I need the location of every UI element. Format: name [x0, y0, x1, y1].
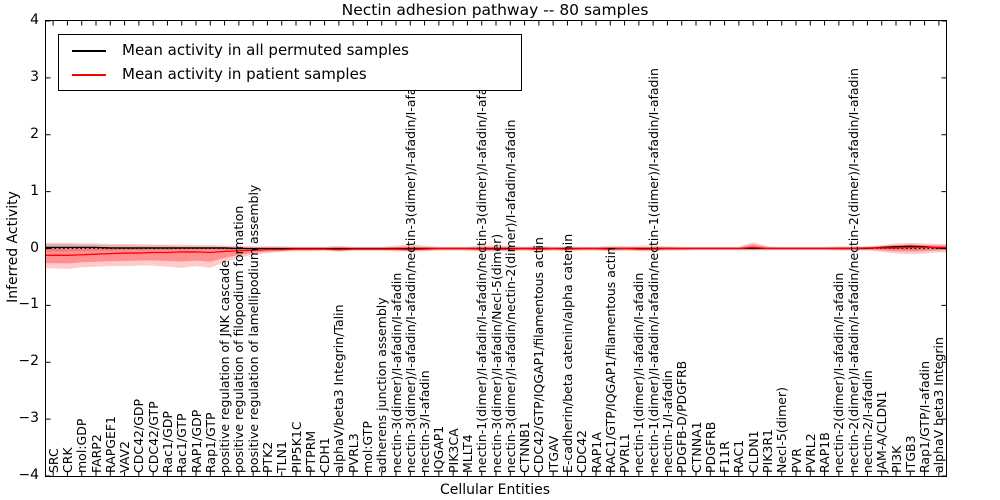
- x-tick-label: CDH1: [317, 437, 333, 473]
- x-tick-label: positive regulation of lamellipodium ass…: [245, 184, 261, 473]
- x-tick-label: nectin-3(dimer)/I-afadin/I-afadin: [388, 272, 404, 473]
- x-axis-title: Cellular Entities: [439, 482, 551, 498]
- x-tick-label: CDC42/GDP: [131, 398, 147, 473]
- y-tick-label: 3: [30, 68, 39, 85]
- x-tick-label: PTPRM: [302, 430, 318, 473]
- x-tick-label: IQGAP1: [431, 425, 447, 473]
- y-tick-label: −3: [18, 410, 39, 427]
- x-tick-label: FARP2: [88, 434, 104, 473]
- x-tick-label: PVR: [788, 448, 804, 473]
- x-tick-label: RAP1/GDP: [188, 409, 204, 473]
- x-tick-label: CTNNA1: [688, 421, 704, 473]
- y-tick-label: −4: [18, 467, 39, 483]
- x-tick-label: F11R: [717, 441, 733, 473]
- x-tick-label: positive regulation of JNK cascade: [217, 260, 233, 473]
- x-tick-label: nectin-2(dimer)/I-afadin/I-afadin: [831, 272, 847, 473]
- x-tick-label: adherens junction assembly: [374, 297, 390, 473]
- x-tick-label: PI3K: [888, 445, 904, 473]
- x-tick-label: PDGFRB: [702, 421, 718, 473]
- x-tick-label: ITGB3: [902, 435, 918, 473]
- x-tick-label: TLN1: [274, 441, 290, 473]
- x-tick-label: RAP1A: [588, 432, 604, 473]
- x-tick-label: Rap1/GTP/I-afadin: [917, 360, 933, 473]
- plot-canvas: [46, 21, 946, 476]
- patient-mean-line: [46, 246, 946, 256]
- x-tick-label: nectin-1(dimer)/I-afadin/I-afadin/nectin…: [645, 68, 661, 473]
- x-tick-label: CDC42/GTP: [145, 401, 161, 473]
- x-tick-label: CTNNB1: [517, 421, 533, 473]
- y-tick-label: −2: [18, 353, 39, 370]
- x-tick-label: E-cadherin/beta catenin/alpha catenin: [559, 233, 575, 473]
- y-tick-label: 4: [30, 12, 39, 28]
- y-tick-label: 0: [30, 239, 39, 256]
- x-tick-label: nectin-2(dimer)/I-afadin/I-afadin/nectin…: [845, 68, 861, 473]
- x-tick-label: RAC1: [731, 439, 747, 473]
- x-tick-label: RAC1/GTP/IQGAP1/filamentous actin: [602, 246, 618, 473]
- legend-label-patient: Mean activity in patient samples: [122, 65, 367, 83]
- x-tick-label: Rac1/GDP: [159, 411, 175, 473]
- x-tick-label: PVRL1: [617, 433, 633, 473]
- x-tick-label: PIK3R1: [759, 428, 775, 473]
- y-tick-label: 2: [30, 125, 39, 142]
- x-tick-label: mol:GTP: [359, 421, 375, 473]
- x-tick-label: ITGAV: [545, 435, 561, 473]
- x-tick-label: PDGFB-D/PDGFRB: [674, 360, 690, 473]
- y-tick-label: −1: [18, 296, 39, 313]
- x-tick-label: CRK: [59, 447, 75, 473]
- legend-item-permuted: Mean activity in all permuted samples: [72, 42, 521, 59]
- x-tick-label: nectin-2/I-afadin: [859, 370, 875, 473]
- x-tick-label: positive regulation of filopodium format…: [231, 205, 247, 473]
- x-tick-label: nectin-3(dimer)/I-afadin/Necl-5(dimer): [488, 233, 504, 473]
- x-tick-label: nectin-3(dimer)/I-afadin/nectin-2(dimer)…: [502, 119, 518, 473]
- legend-item-patient: Mean activity in patient samples: [72, 66, 521, 83]
- x-tick-label: nectin-3(dimer)/I-afadin/I-afadin/nectin…: [402, 68, 418, 473]
- x-tick-label: nectin-3/I-afadin: [417, 370, 433, 473]
- chart-title: Nectin adhesion pathway -- 80 samples: [341, 1, 649, 19]
- legend: Mean activity in all permuted samples Me…: [58, 34, 522, 91]
- permuted-band: [46, 243, 946, 252]
- x-tick-label: PVRL3: [345, 433, 361, 473]
- y-tick-label: 1: [30, 182, 39, 199]
- x-tick-label: MLLT4: [459, 434, 475, 473]
- x-tick-label: Rap1/GTP: [202, 412, 218, 473]
- legend-label-permuted: Mean activity in all permuted samples: [122, 41, 409, 59]
- x-tick-label: JAM-A/CLDN1: [874, 390, 890, 473]
- legend-line-patient: [72, 73, 106, 76]
- x-tick-label: CDC42: [574, 430, 590, 473]
- x-tick-label: VAV2: [117, 440, 133, 473]
- x-tick-label: Rac1/GTP: [174, 413, 190, 473]
- x-tick-label: nectin-1/I-afadin: [659, 370, 675, 473]
- x-tick-label: nectin-1(dimer)/I-afadin/I-afadin: [631, 272, 647, 473]
- x-tick-label: PIP5K1C: [288, 421, 304, 473]
- x-tick-label: PIK3CA: [445, 428, 461, 473]
- legend-line-permuted: [72, 49, 106, 52]
- x-tick-label: PVRL2: [802, 433, 818, 473]
- x-tick-label: PTK2: [259, 441, 275, 473]
- x-tick-label: SRC: [45, 448, 61, 473]
- x-tick-label: nectin-1(dimer)/I-afadin/I-afadin/nectin…: [474, 68, 490, 473]
- y-axis-title: Inferred Activity: [5, 191, 21, 303]
- x-tick-label: RAP1B: [817, 432, 833, 473]
- x-tick-label: mol:GDP: [74, 418, 90, 473]
- x-tick-label: alphaV beta3 Integrin: [931, 337, 947, 473]
- x-tick-label: CLDN1: [745, 430, 761, 473]
- x-tick-label: RAPGEF1: [102, 416, 118, 473]
- x-tick-label: CDC42/GTP/IQGAP1/filamentous actin: [531, 237, 547, 473]
- x-tick-label: Necl-5(dimer): [774, 386, 790, 473]
- x-tick-label: alphaV/beta3 Integrin/Talin: [331, 304, 347, 474]
